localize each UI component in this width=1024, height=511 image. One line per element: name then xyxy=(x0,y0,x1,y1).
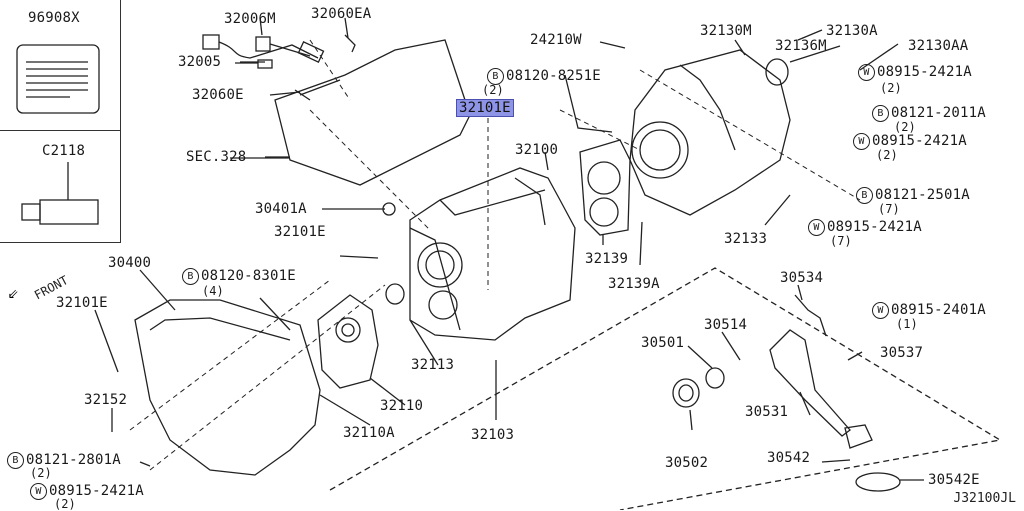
part-32133: 32133 xyxy=(724,231,768,247)
part-30537: 30537 xyxy=(880,345,924,361)
bolt-mark-icon: B xyxy=(487,68,504,85)
washer-mark-icon: W xyxy=(808,219,825,236)
highlighted-part-qty: (2) xyxy=(482,83,504,97)
part-32130M: 32130M xyxy=(700,23,752,39)
washer-mark-icon: W xyxy=(858,64,875,81)
part-32110: 32110 xyxy=(380,398,424,414)
diagram-reference-code: J32100JL xyxy=(953,491,1016,506)
qty-w-08915-2421A-bl: (2) xyxy=(54,497,76,511)
qty-b-08121-2011A: (2) xyxy=(894,120,916,134)
part-32005: 32005 xyxy=(178,54,222,70)
qty-w-08915-2421A-low: (7) xyxy=(830,234,852,248)
front-arrow-icon: ⇙ xyxy=(8,282,19,303)
part-sec-328: SEC.328 xyxy=(186,149,247,165)
part-32130AA: 32130AA xyxy=(908,38,969,54)
bolt-mark-icon: B xyxy=(7,452,24,469)
inset-box-96908X xyxy=(0,0,121,131)
qty-b-08121-2801A: (2) xyxy=(30,466,52,480)
washer-mark-icon: W xyxy=(853,133,870,150)
washer-mark-icon: W xyxy=(872,302,889,319)
part-32060E: 32060E xyxy=(192,87,244,103)
part-32103: 32103 xyxy=(471,427,515,443)
part-32110A: 32110A xyxy=(343,425,395,441)
part-32139A: 32139A xyxy=(608,276,660,292)
washer-mark-icon: W xyxy=(30,483,47,500)
part-30542E: 30542E xyxy=(928,472,980,488)
bolt-mark-icon: B xyxy=(856,187,873,204)
bolt-mark-icon: B xyxy=(872,105,889,122)
part-30514: 30514 xyxy=(704,317,748,333)
part-30534: 30534 xyxy=(780,270,824,286)
qty-w-08915-2421A-top: (2) xyxy=(880,81,902,95)
bolt-mark-icon: B xyxy=(182,268,199,285)
part-24210W: 24210W xyxy=(530,32,582,48)
part-32101E-left: 32101E xyxy=(56,295,108,311)
qty-w-08915-2421A-mid: (2) xyxy=(876,148,898,162)
inset-box-C2118 xyxy=(0,130,121,243)
inset-code-96908X: 96908X xyxy=(28,10,80,26)
qty-b-08120-8301E: (4) xyxy=(202,284,224,298)
part-32101E-mid: 32101E xyxy=(274,224,326,240)
part-32139: 32139 xyxy=(585,251,629,267)
part-30501: 30501 xyxy=(641,335,685,351)
part-32130A: 32130A xyxy=(826,23,878,39)
part-32152: 32152 xyxy=(84,392,128,408)
inset-code-C2118: C2118 xyxy=(42,143,86,159)
part-30502: 30502 xyxy=(665,455,709,471)
part-30401A: 30401A xyxy=(255,201,307,217)
part-30542: 30542 xyxy=(767,450,811,466)
part-30531: 30531 xyxy=(745,404,789,420)
highlighted-part-32101E[interactable]: 32101E xyxy=(456,99,514,117)
part-30400: 30400 xyxy=(108,255,152,271)
qty-w-08915-2401A: (1) xyxy=(896,317,918,331)
part-32100: 32100 xyxy=(515,142,559,158)
qty-b-08121-2501A: (7) xyxy=(878,202,900,216)
part-32113: 32113 xyxy=(411,357,455,373)
part-32136M: 32136M xyxy=(775,38,827,54)
part-32006M: 32006M xyxy=(224,11,276,27)
part-32060EA: 32060EA xyxy=(311,6,372,22)
